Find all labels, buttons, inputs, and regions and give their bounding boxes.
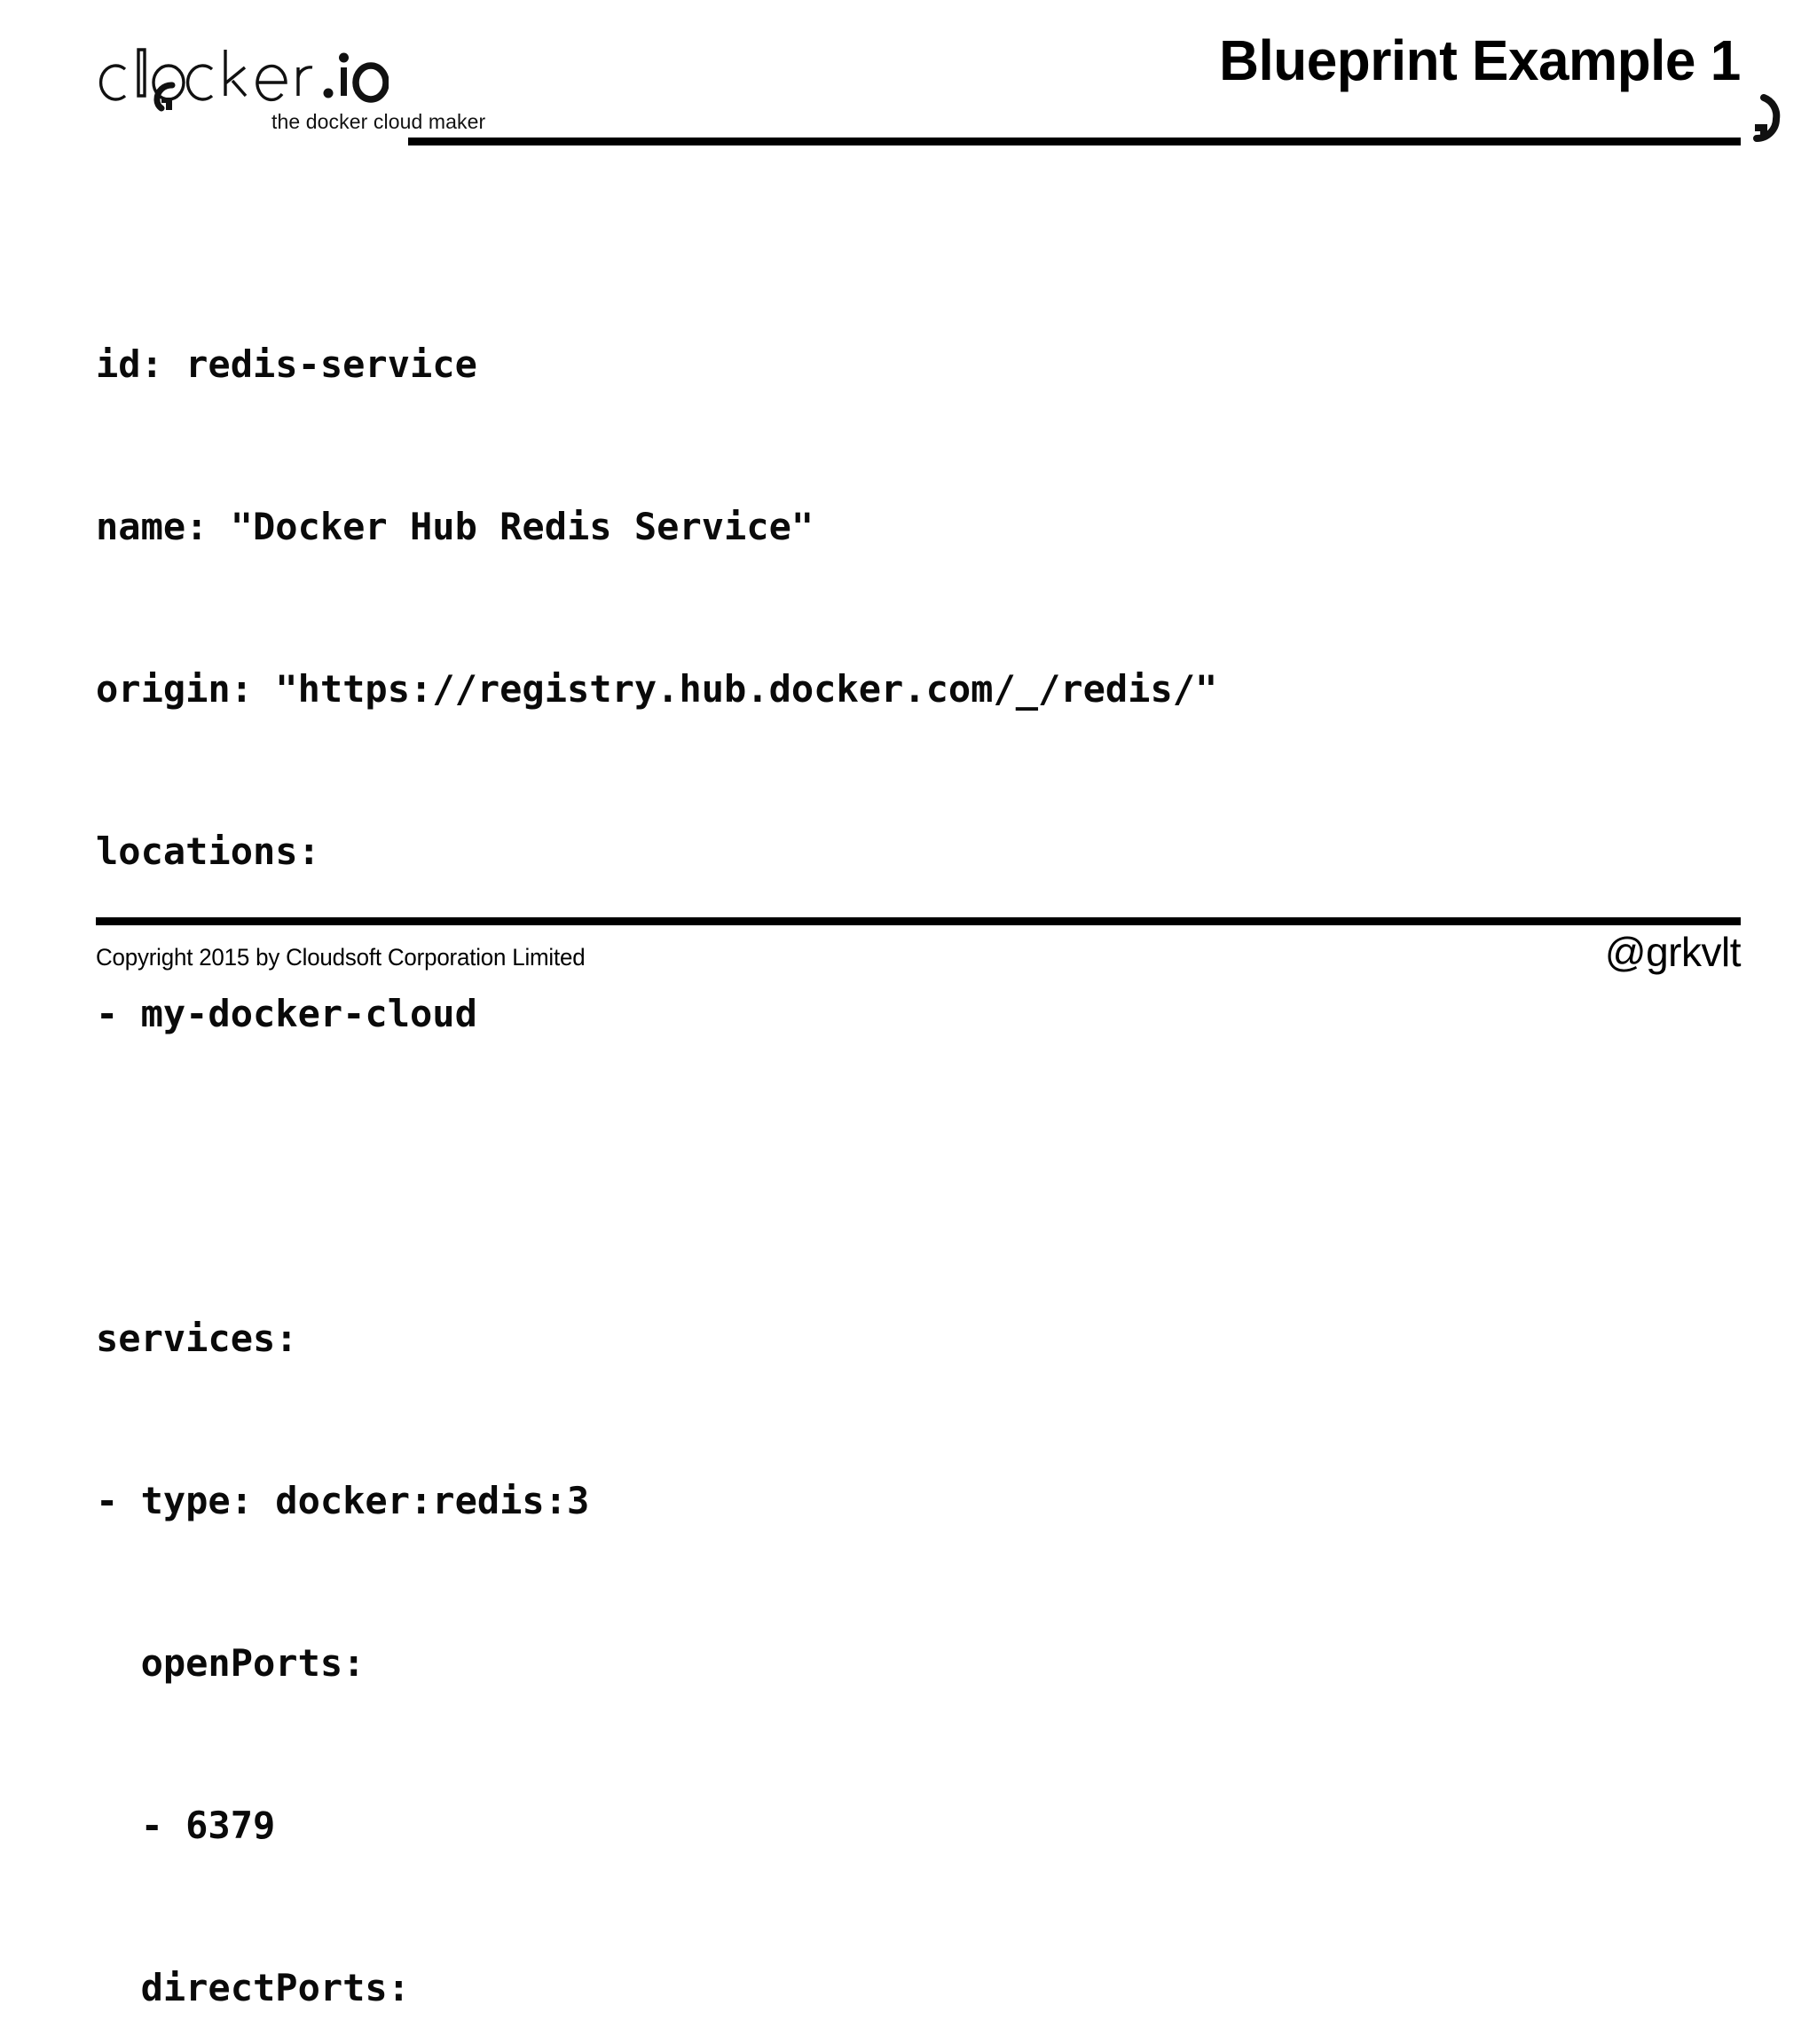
code-line: locations: — [96, 829, 320, 873]
clocker-swoosh-icon — [1753, 94, 1781, 142]
code-line: services: — [96, 1317, 298, 1360]
page-title: Blueprint Example 1 — [1219, 28, 1741, 92]
logo-tagline: the docker cloud maker — [271, 110, 486, 133]
footer-divider — [96, 917, 1741, 925]
code-line: origin: "https://registry.hub.docker.com… — [96, 667, 1218, 711]
footer-handle: @grkvlt — [1604, 929, 1742, 975]
code-line: openPorts: — [96, 1641, 366, 1685]
slide-header: the docker cloud maker Blueprint Example… — [0, 0, 1817, 164]
footer-copyright: Copyright 2015 by Cloudsoft Corporation … — [96, 944, 586, 971]
code-line: id: redis-service — [96, 342, 477, 386]
code-line: name: "Docker Hub Redis Service" — [96, 505, 814, 548]
code-line-blank — [96, 1149, 1746, 1203]
header-divider — [408, 138, 1741, 145]
code-line: - 6379 — [96, 1804, 276, 1847]
clocker-logo[interactable]: the docker cloud maker — [96, 41, 485, 138]
yaml-code-block: id: redis-service name: "Docker Hub Redi… — [96, 229, 1746, 2044]
code-line: - type: docker:redis:3 — [96, 1479, 590, 1522]
slide-footer: Copyright 2015 by Cloudsoft Corporation … — [0, 916, 1817, 1022]
code-line: directPorts: — [96, 1966, 411, 2009]
clocker-wordmark-icon — [98, 48, 389, 112]
